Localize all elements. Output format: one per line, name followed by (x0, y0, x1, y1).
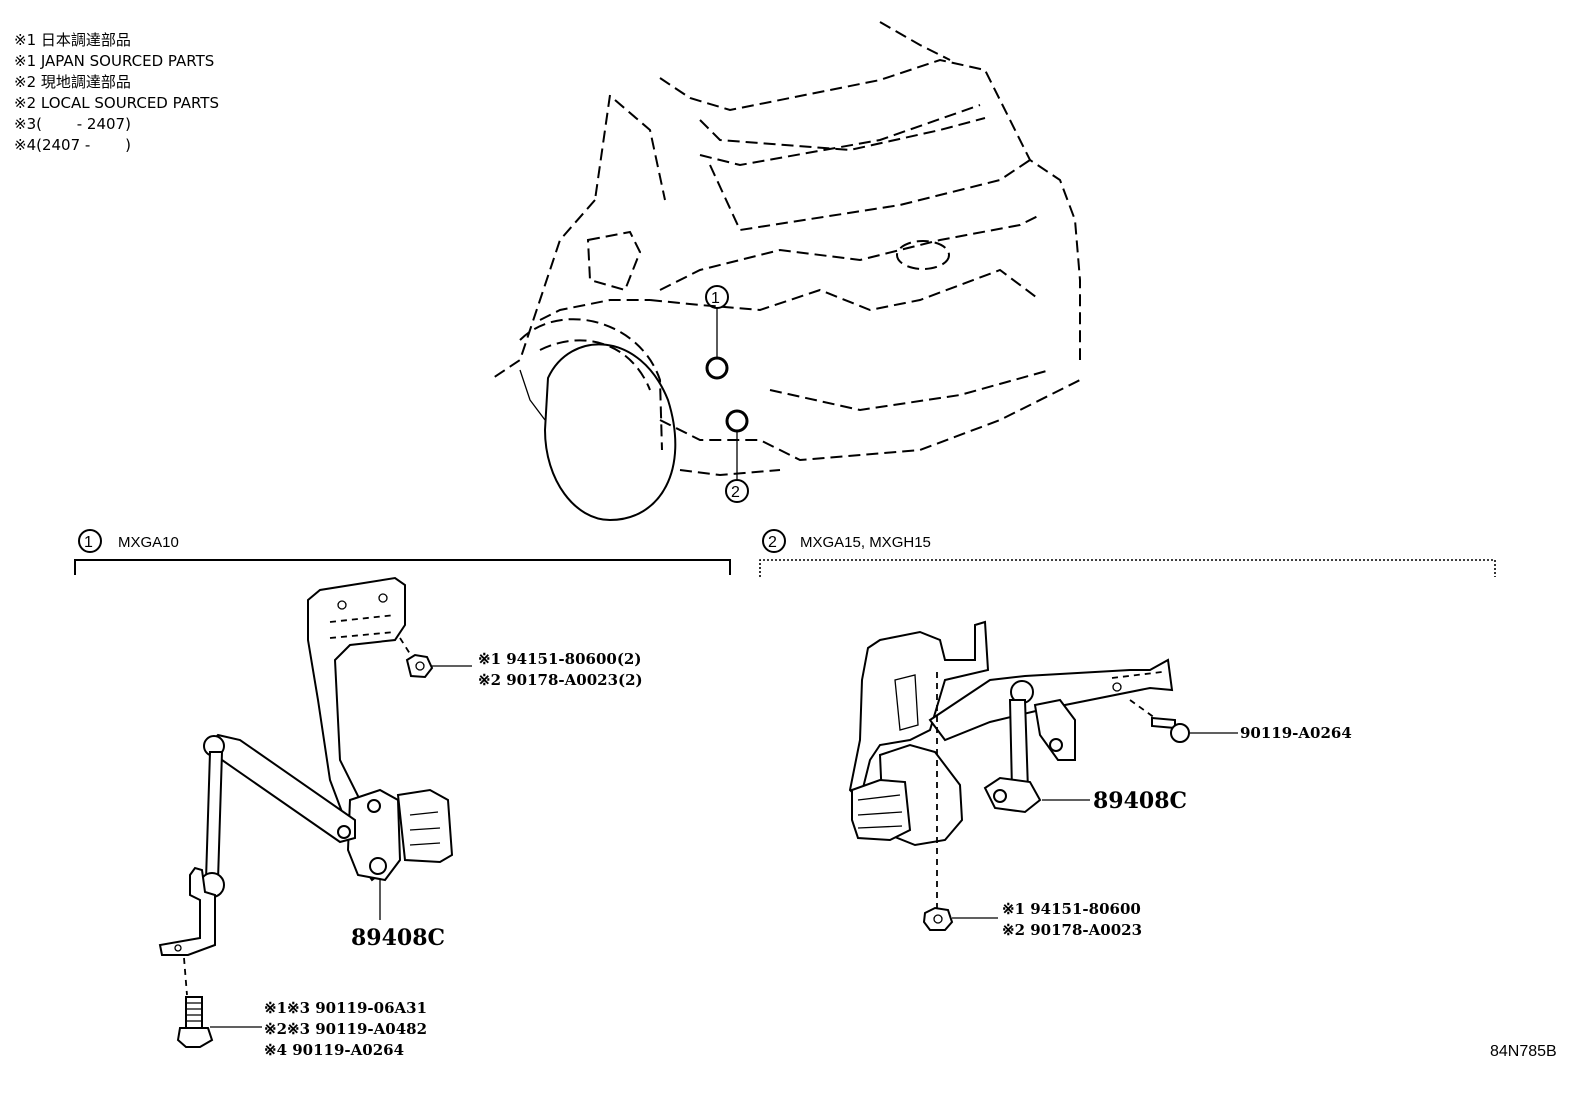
left-sensor-part: 89408C (351, 925, 445, 951)
right-nut-part-1: ※1 94151-80600 (1002, 900, 1141, 918)
legend-notes: ※1 日本調達部品 ※1 JAPAN SOURCED PARTS ※2 現地調達… (14, 31, 219, 154)
marker-1-number: 1 (711, 290, 720, 307)
section-right-number: 2 (768, 534, 777, 551)
right-bolt-part: 90119-A0264 (1240, 724, 1352, 742)
right-sensor-drawing (848, 620, 1190, 931)
left-nut-part-2: ※2 90178-A0023(2) (478, 671, 643, 689)
right-sensor-part: 89408C (1093, 788, 1187, 814)
left-part-labels: ※1 94151-80600(2) ※2 90178-A0023(2) 8940… (264, 650, 643, 1059)
marker-2-number: 2 (731, 484, 740, 501)
diagram-code: 84N785B (1490, 1043, 1557, 1060)
left-sensor-drawing (158, 576, 454, 1048)
section-right-header: 2 MXGA15, MXGH15 (759, 529, 1496, 577)
location-marker-2: 2 (725, 409, 749, 503)
note-line-6: ※4(2407 - ) (14, 136, 131, 154)
left-bolt-part-1: ※1※3 90119-06A31 (264, 999, 427, 1017)
left-callouts (210, 665, 472, 1028)
section-right-model: MXGA15, MXGH15 (800, 534, 931, 551)
location-marker-1: 1 (705, 285, 729, 380)
left-bolt-part-2: ※2※3 90119-A0482 (264, 1020, 427, 1038)
note-line-5: ※3( - 2407) (14, 115, 131, 133)
left-nut-part-1: ※1 94151-80600(2) (478, 650, 641, 668)
vehicle-rear-outline (489, 21, 1081, 522)
note-line-4: ※2 LOCAL SOURCED PARTS (14, 94, 219, 112)
note-line-1: ※1 日本調達部品 (14, 31, 131, 49)
right-nut-part-2: ※2 90178-A0023 (1002, 921, 1142, 939)
section-left-model: MXGA10 (118, 534, 179, 551)
note-line-2: ※1 JAPAN SOURCED PARTS (14, 52, 214, 70)
note-line-3: ※2 現地調達部品 (14, 73, 131, 91)
right-callouts (952, 732, 1238, 919)
right-part-labels: 90119-A0264 89408C ※1 94151-80600 ※2 901… (1002, 724, 1352, 939)
section-left-header: 1 MXGA10 (74, 529, 731, 575)
left-bolt-part-3: ※4 90119-A0264 (264, 1041, 404, 1059)
section-left-number: 1 (84, 534, 93, 551)
